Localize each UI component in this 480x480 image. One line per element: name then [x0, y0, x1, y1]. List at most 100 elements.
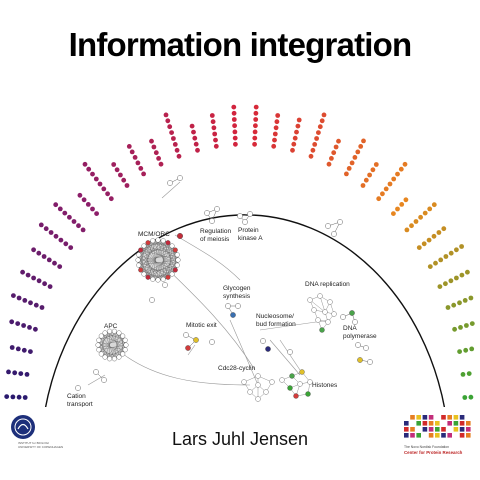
label-nucleosome-1: Nucleosome/: [256, 313, 294, 320]
arc-dot: [11, 293, 16, 298]
arc-dot: [469, 346, 475, 352]
arc-dot: [86, 166, 92, 172]
cpr-grid-cell: [428, 427, 434, 432]
arc-dot: [395, 171, 400, 177]
arc-dot: [233, 141, 238, 147]
cpr-grid-cell: [435, 421, 440, 426]
arc-dot: [398, 166, 404, 172]
arc-dot: [33, 302, 39, 308]
arc-dot: [272, 131, 278, 137]
cpr-grid-cell: [416, 433, 421, 438]
arc-dot: [462, 395, 468, 400]
arc-dot: [21, 347, 27, 353]
network-node: [322, 309, 328, 315]
cpr-grid-cell: [466, 421, 471, 426]
histones-cluster: [279, 369, 313, 399]
arc-dot: [380, 191, 385, 197]
arc-dot: [167, 124, 173, 130]
label-dna-polymerase-1: DNA: [343, 325, 357, 332]
cpr-grid-cell: [435, 433, 440, 438]
cpr-grid-cell: [435, 427, 440, 432]
arc-dot: [427, 206, 433, 212]
arc-dot: [141, 171, 147, 177]
arc-dot: [355, 149, 361, 155]
arc-dot: [211, 125, 217, 131]
logo-right-caption-1: The Novo Nordisk Foundation: [404, 445, 450, 449]
arc-dot: [292, 135, 298, 141]
arc-dot: [358, 144, 364, 149]
arc-dot: [402, 161, 408, 167]
network-node: [95, 342, 101, 348]
arc-dot: [363, 177, 369, 183]
network-node: [136, 252, 142, 258]
label-nucleosome-2: bud formation: [256, 321, 296, 328]
cpr-grid-cell: [466, 433, 471, 438]
arc-dot: [90, 206, 95, 212]
network-node: [325, 319, 331, 325]
network-node: [150, 238, 156, 244]
arc-dot: [42, 281, 47, 287]
arc-dot: [20, 269, 25, 275]
arc-dot: [39, 305, 45, 310]
arc-dot: [153, 150, 159, 156]
arc-dot: [436, 230, 442, 235]
cpr-grid-cell: [410, 427, 415, 432]
arc-dot: [12, 370, 18, 376]
arc-dot: [443, 281, 448, 287]
network-node: [255, 382, 261, 388]
network-node: [172, 247, 178, 253]
arc-dot: [291, 141, 297, 147]
label-cation-1: Cation: [67, 393, 86, 400]
slide-title: Information integration: [68, 26, 413, 63]
arc-dot: [290, 147, 295, 153]
arc-dot: [191, 129, 196, 135]
mcm-orc-cluster: [135, 237, 181, 283]
arc-dot: [454, 275, 459, 281]
network-node: [160, 276, 166, 282]
arc-dot: [443, 254, 449, 259]
network-node: [135, 257, 141, 263]
arc-dot: [452, 326, 457, 332]
figure-crop-mask: [0, 407, 480, 480]
arc-dot: [165, 118, 171, 124]
cpr-grid-cell: [447, 415, 452, 420]
arc-dot: [80, 227, 86, 233]
network-node: [165, 274, 171, 280]
arc-dot: [28, 349, 33, 354]
cpr-grid-cell: [410, 433, 415, 438]
network-node: [120, 333, 126, 339]
arc-dot: [25, 272, 31, 278]
arc-dot: [81, 197, 87, 203]
label-regulation-of-meiosis-2: of meiosis: [200, 236, 230, 243]
arc-dot: [111, 162, 117, 167]
arc-dot: [108, 196, 114, 202]
arc-dot: [169, 130, 175, 136]
arc-dot: [441, 226, 447, 232]
arc-dot: [77, 192, 83, 198]
cpr-grid-cell: [404, 421, 409, 426]
arc-dot: [252, 129, 258, 135]
network-node: [155, 237, 161, 243]
arc-dot: [418, 214, 423, 220]
arc-dot: [192, 135, 198, 141]
arc-dot: [6, 369, 11, 375]
arc-dot: [352, 155, 358, 160]
cpr-grid-cell: [441, 427, 446, 432]
arc-dot: [52, 260, 57, 266]
arc-dot: [253, 123, 258, 129]
network-node: [145, 240, 151, 246]
arc-dot: [395, 206, 400, 212]
network-node: [311, 307, 317, 313]
arc-dot: [404, 227, 410, 233]
cpr-grid-cell: [404, 427, 409, 432]
arc-dot: [41, 254, 47, 259]
arc-dot: [85, 202, 91, 207]
cpr-grid-cell: [404, 433, 409, 438]
label-dna-replication: DNA replication: [305, 281, 350, 288]
network-node: [263, 389, 269, 395]
arc-dot: [31, 247, 36, 253]
arc-dot: [387, 181, 393, 187]
arc-dot: [466, 371, 472, 376]
arc-dot: [63, 241, 69, 247]
label-cdc28-cyclin: Cdc28-cyclin: [218, 365, 256, 372]
